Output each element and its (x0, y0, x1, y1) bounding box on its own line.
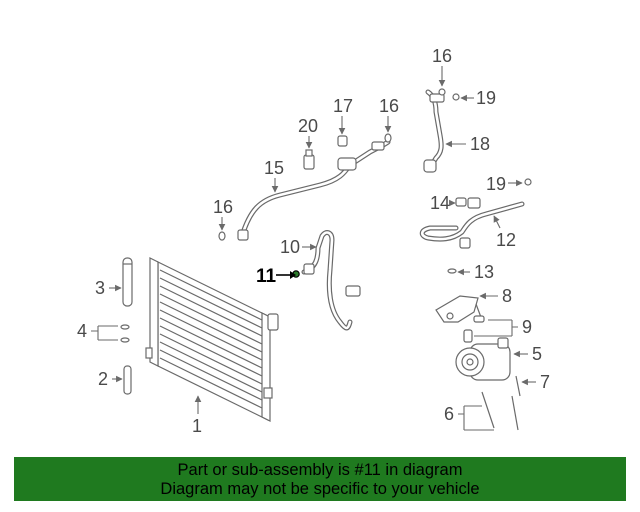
suction-line (423, 89, 445, 173)
svg-text:13: 13 (474, 262, 494, 282)
liquid-line (237, 139, 391, 241)
callout-5: 5 (513, 344, 542, 364)
callout-6: 6 (444, 404, 494, 431)
callout-16-top: 16 (432, 46, 452, 87)
svg-text:4: 4 (77, 321, 87, 341)
callout-8: 8 (479, 286, 512, 306)
o-ring-16a (218, 231, 226, 241)
pressure-switch (303, 149, 315, 170)
condenser (145, 257, 279, 422)
callout-9: 9 (474, 317, 532, 337)
stud (515, 375, 521, 397)
svg-text:16: 16 (432, 46, 452, 66)
banner-line-2: Diagram may not be specific to your vehi… (160, 480, 480, 498)
desiccant-bag (123, 365, 132, 395)
compressor (455, 337, 511, 381)
o-ring-16b (384, 133, 392, 143)
svg-text:19: 19 (476, 88, 496, 108)
callout-19-top: 19 (460, 88, 496, 108)
receiver-drier (122, 257, 133, 307)
svg-text:16: 16 (213, 197, 233, 217)
o-ring-13 (447, 268, 457, 274)
callout-16-left: 16 (213, 197, 233, 231)
bracket (435, 295, 479, 323)
mounting-bolts (481, 391, 519, 431)
svg-text:7: 7 (540, 372, 550, 392)
callout-13: 13 (457, 262, 494, 282)
callout-19-right: 19 (486, 174, 523, 194)
o-rings (120, 324, 130, 343)
o-ring-16c (438, 88, 446, 96)
callout-15: 15 (264, 158, 284, 193)
callout-7: 7 (521, 372, 550, 392)
svg-text:18: 18 (470, 134, 490, 154)
discharge-line (301, 230, 361, 331)
svg-text:14: 14 (430, 193, 450, 213)
callout-20: 20 (298, 116, 318, 149)
svg-text:9: 9 (522, 317, 532, 337)
valve-cap-14 (455, 197, 467, 207)
o-ring-19a (452, 93, 460, 101)
callout-2: 2 (98, 369, 123, 389)
callout-17: 17 (333, 96, 353, 135)
svg-text:3: 3 (95, 278, 105, 298)
callout-3: 3 (95, 278, 122, 298)
svg-text:16: 16 (379, 96, 399, 116)
svg-text:6: 6 (444, 404, 454, 424)
callout-16-middle: 16 (379, 96, 399, 133)
valve-cap (337, 135, 348, 147)
suction-hose (419, 197, 525, 249)
bolts (463, 303, 485, 343)
o-ring-19b (524, 178, 532, 186)
svg-text:10: 10 (280, 237, 300, 257)
svg-text:2: 2 (98, 369, 108, 389)
svg-text:20: 20 (298, 116, 318, 136)
callout-11-highlighted: 11 (256, 266, 296, 287)
svg-text:15: 15 (264, 158, 284, 178)
banner-line-1: Part or sub-assembly is #11 in diagram (177, 461, 463, 479)
svg-text:12: 12 (496, 230, 516, 250)
svg-text:17: 17 (333, 96, 353, 116)
svg-text:8: 8 (502, 286, 512, 306)
callout-12: 12 (493, 215, 516, 250)
callout-1: 1 (192, 395, 202, 436)
callout-14: 14 (430, 193, 456, 213)
svg-text:1: 1 (192, 416, 202, 436)
parts-diagram: 1 2 3 4 5 6 7 8 9 10 11 12 (77, 46, 550, 436)
svg-text:19: 19 (486, 174, 506, 194)
svg-text:11: 11 (256, 266, 277, 287)
svg-text:5: 5 (532, 344, 542, 364)
callout-10: 10 (280, 237, 317, 257)
callout-18: 18 (445, 134, 490, 154)
callout-4: 4 (77, 321, 118, 341)
info-banner: Part or sub-assembly is #11 in diagram D… (14, 457, 626, 501)
